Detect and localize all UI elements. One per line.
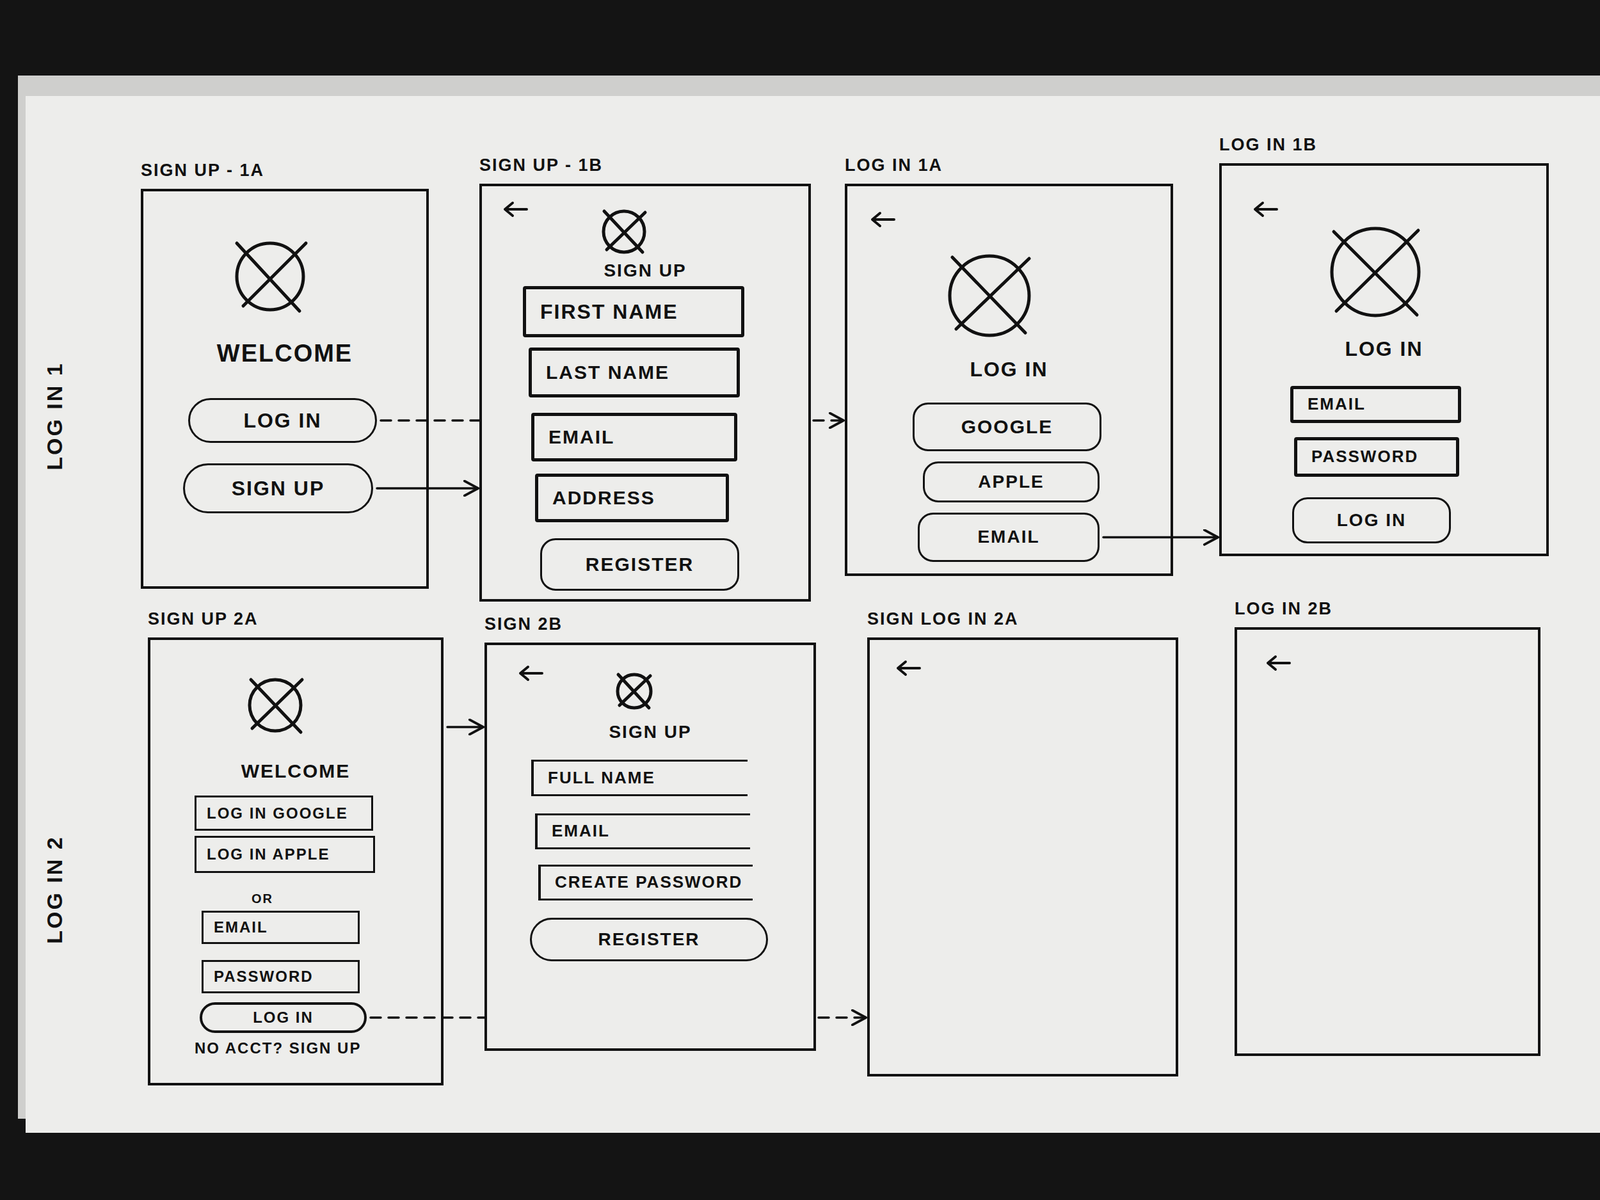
- control-label: ADDRESS: [552, 487, 656, 510]
- input-field: FIRST NAME: [522, 286, 745, 338]
- control-label: LOG IN GOOGLE: [206, 804, 349, 823]
- control-label: FIRST NAME: [540, 300, 679, 324]
- screen-text: WELCOME: [143, 339, 427, 368]
- screen-name: LOG IN 1A: [844, 155, 943, 176]
- button: LOG IN: [1292, 497, 1451, 544]
- wireframe-screen: LOG IN 1ALOG INGOOGLEAPPLEEMAIL: [844, 183, 1174, 576]
- input-field: EMAIL: [531, 412, 738, 462]
- control-label: SIGN UP: [231, 476, 326, 501]
- logo-placeholder: [1331, 228, 1419, 316]
- logo-placeholders: [236, 211, 1419, 733]
- screen-name: SIGN UP 2A: [147, 609, 259, 630]
- input-field: PASSWORD: [1294, 437, 1460, 477]
- back-arrow: [1267, 656, 1290, 670]
- button: GOOGLE: [912, 402, 1102, 452]
- button: LOG IN: [199, 1002, 367, 1033]
- dashed-flow-arrow: [370, 1016, 866, 1019]
- button: REGISTER: [540, 538, 740, 591]
- control-label: LAST NAME: [545, 361, 670, 384]
- back-arrow: [897, 661, 920, 675]
- screen-name: SIGN UP - 1B: [479, 155, 603, 176]
- screen-text: OR: [251, 891, 274, 907]
- row-label: LOG IN 2: [42, 835, 68, 944]
- input-field: ADDRESS: [535, 473, 729, 523]
- wireframe-screen: SIGN UP - 1AWELCOMELOG INSIGN UP: [140, 188, 429, 589]
- back-arrow: [504, 202, 527, 216]
- wireframe-screen: SIGN UP 2AWELCOMEORNO ACCT? SIGN UPLOG I…: [147, 637, 444, 1086]
- screen-text: LOG IN: [1221, 337, 1547, 361]
- screen-text: WELCOME: [150, 760, 441, 783]
- control-label: LOG IN: [243, 408, 322, 433]
- row-label: LOG IN 1: [42, 361, 68, 470]
- control-label: REGISTER: [597, 929, 700, 950]
- back-arrow: [872, 213, 895, 226]
- control-label: EMAIL: [551, 821, 610, 841]
- control-label: REGISTER: [585, 553, 694, 576]
- screen-name: SIGN UP - 1A: [140, 160, 265, 181]
- input-field: PASSWORD: [201, 960, 360, 994]
- screen-text: NO ACCT? SIGN UP: [194, 1039, 361, 1058]
- logo-placeholder: [236, 243, 306, 312]
- wireframe-screen: LOG IN 1BLOG INEMAILPASSWORDLOG IN: [1219, 163, 1549, 557]
- screen-name: SIGN LOG IN 2A: [867, 609, 1019, 630]
- control-label: LOG IN: [1336, 510, 1407, 531]
- wireframe-screen: SIGN 2BSIGN UPFULL NAMEEMAILCREATE PASSW…: [484, 642, 816, 1051]
- control-label: EMAIL: [977, 526, 1040, 548]
- control-label: LOG IN APPLE: [206, 845, 330, 864]
- input-field: EMAIL: [1290, 385, 1462, 424]
- logo-placeholder: [617, 674, 651, 708]
- input-field: CREATE PASSWORD: [538, 864, 753, 901]
- input-field: LOG IN GOOGLE: [194, 795, 374, 831]
- button: EMAIL: [917, 512, 1100, 562]
- screen-text: SIGN UP: [487, 721, 814, 743]
- input-field: FULL NAME: [531, 759, 748, 797]
- control-label: PASSWORD: [1311, 447, 1419, 467]
- screen-text: LOG IN: [847, 357, 1171, 382]
- screen-name: SIGN 2B: [484, 614, 563, 635]
- wireframe-screen: SIGN UP - 1BSIGN UPFIRST NAMELAST NAMEEM…: [479, 183, 811, 602]
- control-label: EMAIL: [213, 918, 269, 937]
- wireframe-screen: SIGN LOG IN 2A: [867, 637, 1179, 1077]
- back-arrow: [1255, 202, 1277, 216]
- control-label: LOG IN: [252, 1008, 314, 1027]
- screen-name: LOG IN 1B: [1219, 135, 1318, 155]
- logo-placeholder: [949, 256, 1030, 336]
- input-field: LOG IN APPLE: [194, 835, 376, 873]
- flow-arrow: [1103, 536, 1218, 539]
- logo-placeholder: [249, 679, 303, 733]
- control-label: EMAIL: [1307, 394, 1366, 415]
- flow-arrow: [447, 725, 484, 729]
- button: SIGN UP: [183, 463, 374, 514]
- wireframe-screen: LOG IN 2B: [1234, 627, 1541, 1056]
- control-label: EMAIL: [548, 426, 615, 449]
- control-label: CREATE PASSWORD: [554, 872, 743, 893]
- screen-name: LOG IN 2B: [1234, 599, 1333, 619]
- input-field: EMAIL: [535, 813, 751, 850]
- logo-placeholder: [603, 211, 646, 253]
- control-label: FULL NAME: [547, 768, 656, 788]
- button: APPLE: [922, 461, 1100, 503]
- input-field: EMAIL: [201, 910, 360, 944]
- button: REGISTER: [529, 917, 768, 962]
- control-label: GOOGLE: [961, 416, 1054, 439]
- button: LOG IN: [188, 398, 377, 443]
- control-label: PASSWORD: [213, 967, 314, 986]
- input-field: LAST NAME: [528, 347, 740, 398]
- screen-text: SIGN UP: [481, 260, 809, 281]
- paper-sheet: [25, 96, 1600, 1133]
- back-arrow: [520, 666, 543, 680]
- control-label: APPLE: [977, 471, 1044, 493]
